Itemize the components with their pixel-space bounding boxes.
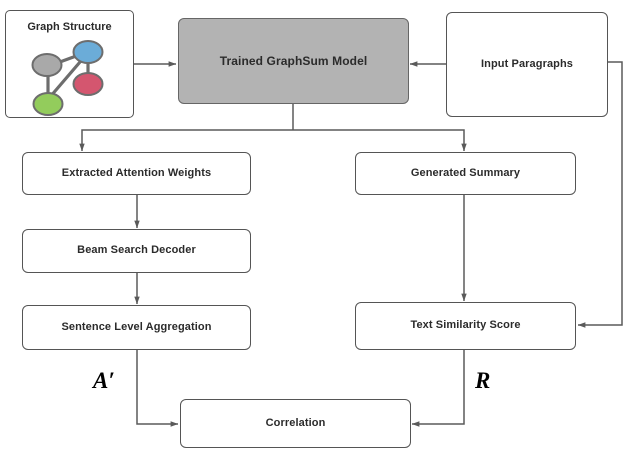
edge-aggregation-to-correlation xyxy=(136,350,179,427)
graph-node-blue xyxy=(72,40,104,64)
box-correlation-label: Correlation xyxy=(265,416,326,429)
box-extracted-attention-weights[interactable]: Extracted Attention Weights xyxy=(22,152,251,195)
box-text-similarity-score[interactable]: Text Similarity Score xyxy=(355,302,576,350)
box-trained-model[interactable]: Trained GraphSum Model xyxy=(178,18,409,104)
edge-label-attention-symbol: A′ xyxy=(93,368,115,393)
box-generated-summary-label: Generated Summary xyxy=(410,166,521,179)
graph-node-pink xyxy=(72,72,104,96)
box-text-similarity-score-label: Text Similarity Score xyxy=(410,319,521,332)
box-beam-search-decoder-label: Beam Search Decoder xyxy=(77,244,196,257)
box-input-paragraphs[interactable]: Input Paragraphs xyxy=(446,12,608,117)
box-extracted-attention-weights-label: Extracted Attention Weights xyxy=(61,166,212,179)
box-input-paragraphs-label: Input Paragraphs xyxy=(480,57,574,70)
edge-label-score-symbol: R xyxy=(475,368,491,393)
box-generated-summary[interactable]: Generated Summary xyxy=(355,152,576,195)
mini-graph-illustration xyxy=(31,40,104,116)
box-sentence-level-aggregation[interactable]: Sentence Level Aggregation xyxy=(22,305,251,350)
box-sentence-level-aggregation-label: Sentence Level Aggregation xyxy=(61,320,212,333)
box-correlation[interactable]: Correlation xyxy=(180,399,411,448)
box-trained-model-label: Trained GraphSum Model xyxy=(219,53,368,68)
edge-model-to-summary xyxy=(293,129,467,152)
graph-node-gray xyxy=(31,53,63,77)
edge-similarity-to-correlation xyxy=(411,350,465,427)
edge-model-to-attention xyxy=(79,129,293,152)
graph-node-green xyxy=(32,92,64,116)
box-beam-search-decoder[interactable]: Beam Search Decoder xyxy=(22,229,251,273)
box-graph-structure-label: Graph Structure xyxy=(27,21,112,33)
box-graph-structure[interactable]: Graph Structure xyxy=(5,10,134,118)
